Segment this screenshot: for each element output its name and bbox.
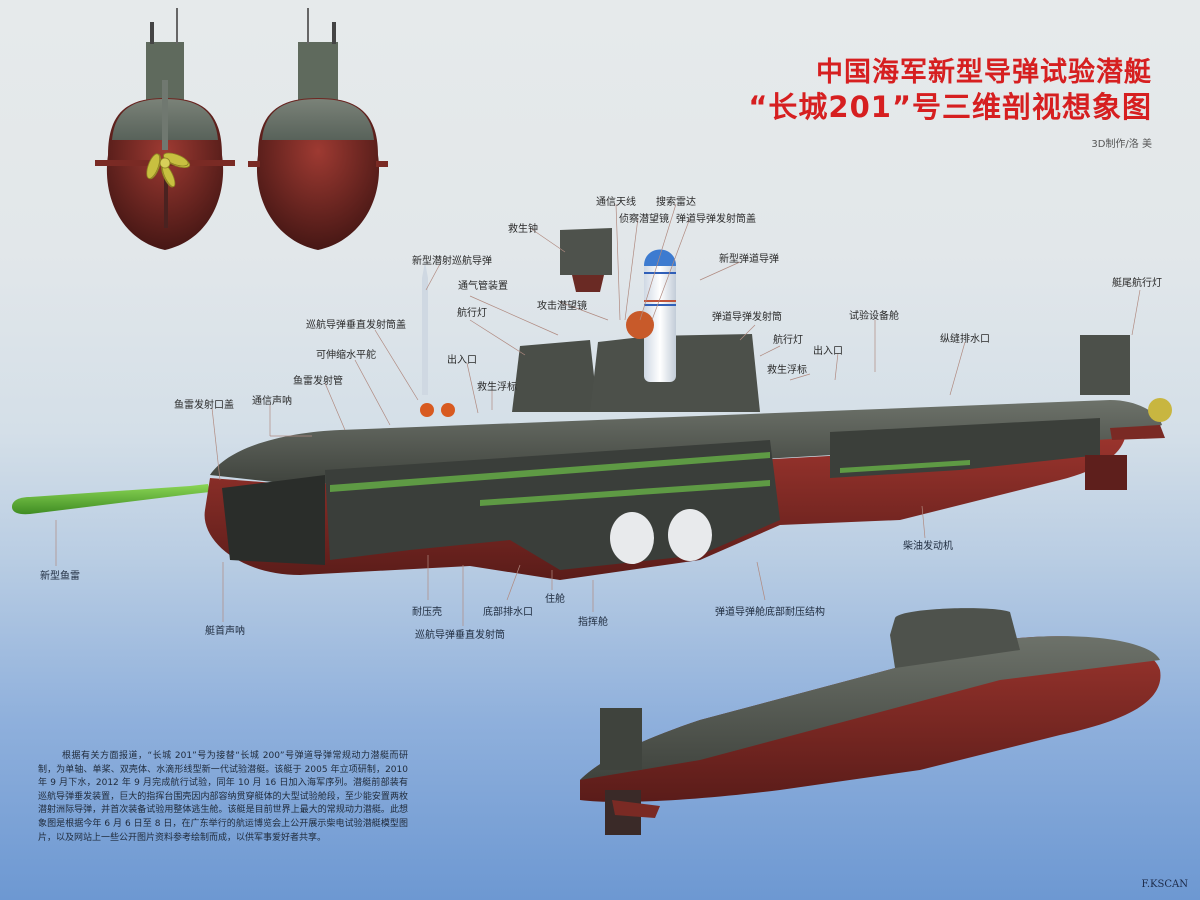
label-torpedo-tube: 鱼雷发射管: [293, 376, 343, 387]
leader-lines: [55, 203, 1141, 626]
label-retractable-hydroplane: 可伸缩水平舵: [316, 350, 376, 361]
label-command-bay: 指挥舱: [578, 617, 608, 628]
label-ballistic-tube-hatch: 弹道导弹发射筒盖: [676, 214, 756, 225]
label-new-torpedo: 新型鱼雷: [40, 571, 80, 582]
label-new-ballistic-missile: 新型弹道导弹: [719, 254, 779, 265]
label-search-radar: 搜索雷达: [656, 197, 696, 208]
cutaway-submarine: [12, 228, 1172, 580]
label-rescue-bell: 救生钟: [508, 224, 538, 235]
label-cruise-vls-hatch: 巡航导弹垂直发射筒盖: [306, 320, 406, 331]
description-text: 根据有关方面报道，“长城 201”号为接替“长城 200”号弹道导弹常规动力潜艇…: [38, 751, 408, 843]
label-ballistic-bay-pressure-structure: 弹道导弹舱底部耐压结构: [715, 607, 825, 618]
label-snorkel: 通气管装置: [458, 281, 508, 292]
label-torpedo-door: 鱼雷发射口盖: [174, 400, 234, 411]
label-test-equipment-bay: 试验设备舱: [849, 311, 899, 322]
label-crew-quarters: 住舱: [545, 594, 565, 605]
label-comm-sonar: 通信声呐: [252, 396, 292, 407]
stern-view: [95, 8, 235, 250]
label-hatch-2: 出入口: [813, 346, 843, 357]
label-cruise-vls: 巡航导弹垂直发射筒: [415, 630, 505, 641]
label-rescue-buoy-2: 救生浮标: [767, 365, 807, 376]
title-line-2: “长城201”号三维剖视想象图: [748, 90, 1152, 124]
label-longitudinal-drain: 纵缝排水口: [940, 334, 990, 345]
bow-view: [248, 8, 388, 250]
label-stern-nav-light: 艇尾航行灯: [1112, 278, 1162, 289]
label-bow-sonar: 艇首声呐: [205, 626, 245, 637]
label-ballistic-tube: 弹道导弹发射筒: [712, 312, 782, 323]
label-nav-light-1: 航行灯: [457, 308, 487, 319]
label-hatch-1: 出入口: [447, 355, 477, 366]
label-rescue-buoy-1: 救生浮标: [477, 382, 517, 393]
title-line-1: 中国海军新型导弹试验潜艇: [816, 57, 1152, 88]
label-bottom-drain: 底部排水口: [483, 607, 533, 618]
label-recon-periscope: 侦察潜望镜: [619, 214, 669, 225]
label-new-cruise-missile: 新型潜射巡航导弹: [412, 256, 492, 267]
label-diesel-engine: 柴油发动机: [903, 541, 953, 552]
label-comm-antenna: 通信天线: [596, 197, 636, 208]
label-attack-periscope: 攻击潜望镜: [537, 301, 587, 312]
exterior-submarine: [580, 608, 1161, 835]
credit: 3D制作/洛 美: [1091, 139, 1152, 150]
page-title: 中国海军新型导弹试验潜艇 “长城201”号三维剖视想象图: [748, 55, 1152, 125]
label-pressure-hull: 耐压壳: [412, 607, 442, 618]
watermark: F.KSCAN: [1141, 879, 1188, 890]
label-nav-light-2: 航行灯: [773, 335, 803, 346]
